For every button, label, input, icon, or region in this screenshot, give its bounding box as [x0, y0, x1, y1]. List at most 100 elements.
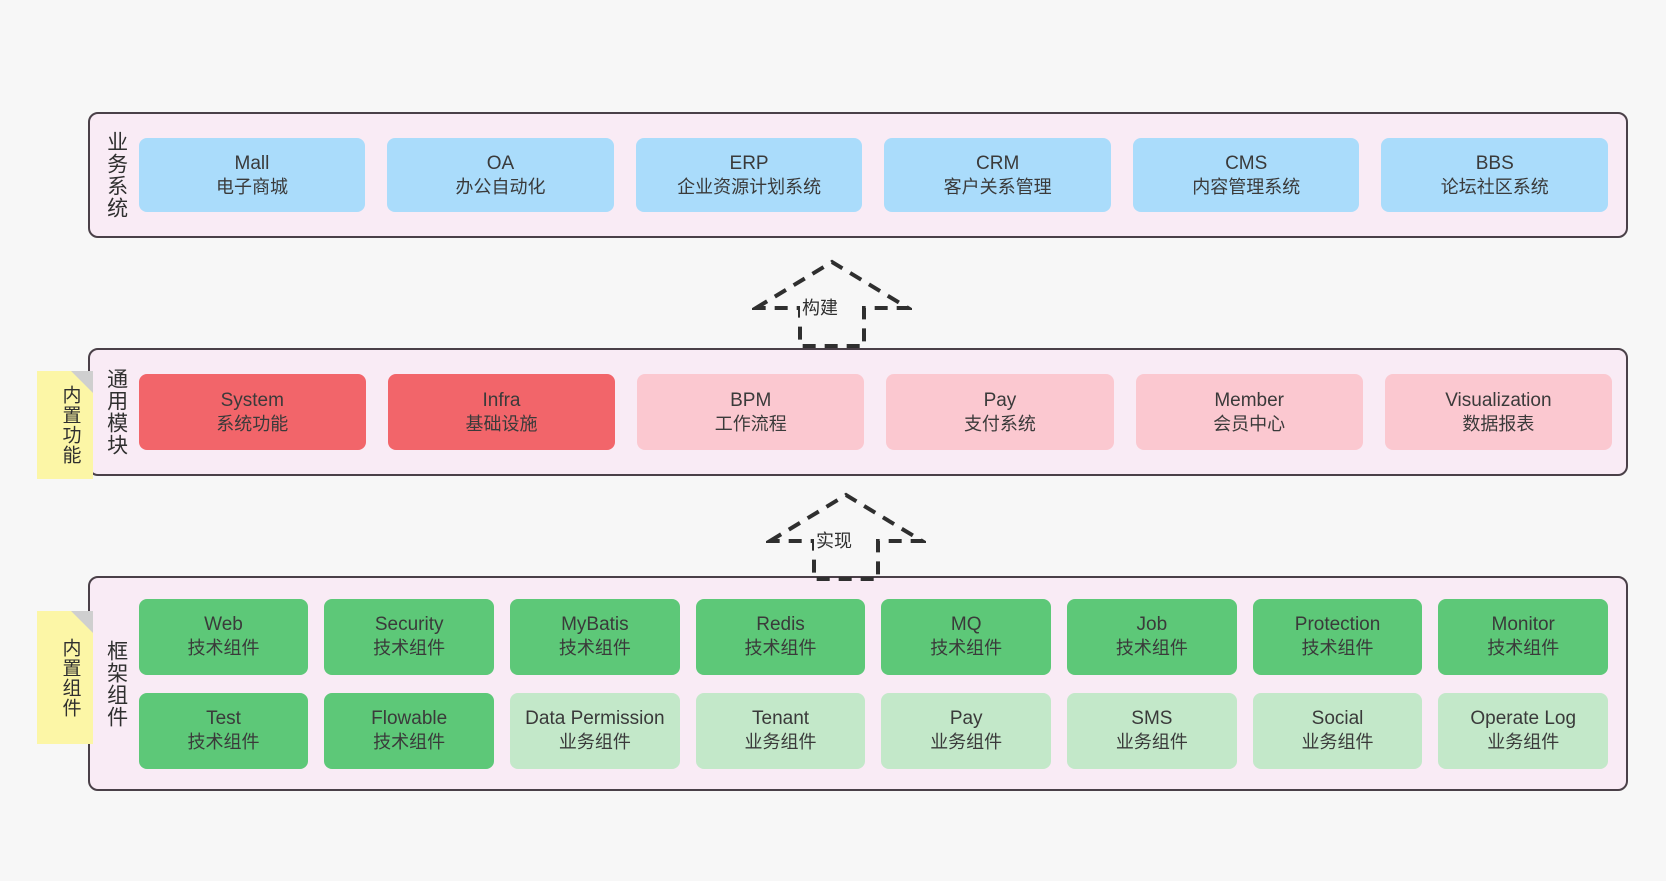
- card-protection-title: Protection: [1294, 614, 1381, 636]
- card-sms[interactable]: SMS 业务组件: [1067, 692, 1237, 769]
- arrow-build: 构建: [748, 256, 916, 348]
- card-visualization-subtitle: 数据报表: [1462, 413, 1535, 434]
- card-sms-subtitle: 业务组件: [1115, 732, 1188, 753]
- card-social-subtitle: 业务组件: [1301, 732, 1374, 753]
- card-bpm[interactable]: BPM 工作流程: [637, 374, 865, 450]
- sticky-fold-corner-icon: [71, 371, 93, 393]
- sticky-note-builtin-components: 内置组件: [37, 611, 93, 744]
- card-test-title: Test: [206, 708, 241, 730]
- card-mall[interactable]: Mall 电子商城: [138, 138, 366, 212]
- card-infra-subtitle: 基础设施: [465, 413, 538, 434]
- arrow-implement-label: 实现: [814, 527, 854, 553]
- card-job-subtitle: 技术组件: [1115, 638, 1188, 659]
- card-monitor-title: Monitor: [1491, 614, 1555, 636]
- card-job[interactable]: Job 技术组件: [1067, 598, 1237, 675]
- modules-card-row: System 系统功能 Infra 基础设施 BPM 工作流程 Pay 支付系统…: [138, 374, 1612, 450]
- card-mall-subtitle: 电子商城: [215, 176, 288, 197]
- card-crm[interactable]: CRM 客户关系管理: [884, 138, 1111, 212]
- card-redis-subtitle: 技术组件: [744, 638, 817, 659]
- layer-label-modules: 通用模块: [104, 368, 128, 456]
- card-mq-title: MQ: [950, 614, 982, 636]
- card-bbs[interactable]: BBS 论坛社区系统: [1381, 138, 1609, 212]
- card-test[interactable]: Test 技术组件: [138, 692, 309, 769]
- card-mq-subtitle: 技术组件: [930, 638, 1003, 659]
- card-visualization-title: Visualization: [1445, 389, 1552, 411]
- card-data-permission-title: Data Permission: [525, 708, 665, 730]
- card-mybatis-subtitle: 技术组件: [558, 638, 631, 659]
- card-cms-title: CMS: [1225, 152, 1268, 174]
- card-redis[interactable]: Redis 技术组件: [695, 598, 866, 675]
- layer-label-business: 业务系统: [104, 131, 128, 219]
- sticky-note-builtin-components-label: 内置组件: [59, 637, 81, 718]
- card-pay-component-title: Pay: [949, 708, 983, 730]
- card-data-permission-subtitle: 业务组件: [558, 732, 631, 753]
- framework-cards: Web 技术组件 Security 技术组件 MyBatis 技术组件 Redi…: [135, 598, 1626, 769]
- card-web[interactable]: Web 技术组件: [138, 598, 309, 675]
- card-bbs-title: BBS: [1475, 152, 1514, 174]
- card-tenant-title: Tenant: [752, 708, 810, 730]
- card-mybatis[interactable]: MyBatis 技术组件: [510, 598, 680, 675]
- card-cms[interactable]: CMS 内容管理系统: [1132, 138, 1360, 212]
- card-protection-subtitle: 技术组件: [1301, 638, 1374, 659]
- card-crm-title: CRM: [976, 152, 1020, 174]
- card-tenant[interactable]: Tenant 业务组件: [695, 692, 866, 769]
- card-system[interactable]: System 系统功能: [138, 374, 366, 450]
- card-flowable[interactable]: Flowable 技术组件: [324, 692, 495, 769]
- card-cms-subtitle: 内容管理系统: [1192, 176, 1301, 197]
- card-oa-subtitle: 办公自动化: [455, 176, 546, 197]
- card-tenant-subtitle: 业务组件: [744, 732, 817, 753]
- business-cards: Mall 电子商城 OA 办公自动化 ERP 企业资源计划系统 CRM 客户关系…: [135, 138, 1626, 212]
- card-system-title: System: [220, 389, 284, 411]
- card-infra-title: Infra: [482, 389, 521, 411]
- framework-card-row-technical: Web 技术组件 Security 技术组件 MyBatis 技术组件 Redi…: [138, 598, 1609, 675]
- card-monitor[interactable]: Monitor 技术组件: [1438, 598, 1609, 675]
- card-crm-subtitle: 客户关系管理: [943, 176, 1052, 197]
- card-visualization[interactable]: Visualization 数据报表: [1384, 374, 1612, 450]
- layer-common-modules: 通用模块 System 系统功能 Infra 基础设施 BPM 工作流程 Pay…: [88, 348, 1628, 476]
- card-bpm-title: BPM: [730, 389, 772, 411]
- card-pay-module-subtitle: 支付系统: [963, 413, 1036, 434]
- card-redis-title: Redis: [756, 614, 805, 636]
- card-oa-title: OA: [486, 152, 515, 174]
- card-sms-title: SMS: [1131, 708, 1173, 730]
- card-member-subtitle: 会员中心: [1213, 413, 1286, 434]
- card-test-subtitle: 技术组件: [187, 732, 260, 753]
- card-mybatis-title: MyBatis: [561, 614, 629, 636]
- card-data-permission[interactable]: Data Permission 业务组件: [510, 692, 680, 769]
- card-oa[interactable]: OA 办公自动化: [387, 138, 614, 212]
- sticky-fold-corner-icon: [71, 611, 93, 633]
- card-pay-module[interactable]: Pay 支付系统: [886, 374, 1114, 450]
- card-web-subtitle: 技术组件: [187, 638, 260, 659]
- framework-card-row-business: Test 技术组件 Flowable 技术组件 Data Permission …: [138, 692, 1609, 769]
- sticky-note-builtin-functions: 内置功能: [37, 371, 93, 479]
- business-card-row: Mall 电子商城 OA 办公自动化 ERP 企业资源计划系统 CRM 客户关系…: [138, 138, 1609, 212]
- card-security[interactable]: Security 技术组件: [324, 598, 495, 675]
- card-system-subtitle: 系统功能: [216, 413, 289, 434]
- card-social[interactable]: Social 业务组件: [1252, 692, 1423, 769]
- card-member-title: Member: [1214, 389, 1284, 411]
- card-security-title: Security: [374, 614, 444, 636]
- arrow-implement: 实现: [762, 489, 930, 581]
- card-erp-title: ERP: [729, 152, 769, 174]
- card-bpm-subtitle: 工作流程: [714, 413, 787, 434]
- card-security-subtitle: 技术组件: [373, 638, 446, 659]
- card-pay-module-title: Pay: [983, 389, 1017, 411]
- card-pay-component-subtitle: 业务组件: [930, 732, 1003, 753]
- layer-label-framework: 框架组件: [104, 639, 128, 728]
- card-member[interactable]: Member 会员中心: [1135, 374, 1363, 450]
- layer-framework-components: 框架组件 Web 技术组件 Security 技术组件 MyBatis 技术组件…: [88, 576, 1628, 791]
- card-flowable-subtitle: 技术组件: [373, 732, 446, 753]
- card-flowable-title: Flowable: [371, 708, 448, 730]
- card-protection[interactable]: Protection 技术组件: [1252, 598, 1423, 675]
- card-mall-title: Mall: [234, 152, 270, 174]
- card-monitor-subtitle: 技术组件: [1487, 638, 1560, 659]
- card-infra[interactable]: Infra 基础设施: [387, 374, 616, 450]
- card-operate-log[interactable]: Operate Log 业务组件: [1438, 692, 1609, 769]
- card-mq[interactable]: MQ 技术组件: [881, 598, 1052, 675]
- arrow-build-label: 构建: [800, 294, 840, 320]
- card-erp[interactable]: ERP 企业资源计划系统: [635, 138, 863, 212]
- card-social-title: Social: [1311, 708, 1364, 730]
- card-pay-component[interactable]: Pay 业务组件: [881, 692, 1052, 769]
- card-operate-log-title: Operate Log: [1470, 708, 1577, 730]
- modules-cards: System 系统功能 Infra 基础设施 BPM 工作流程 Pay 支付系统…: [135, 374, 1626, 450]
